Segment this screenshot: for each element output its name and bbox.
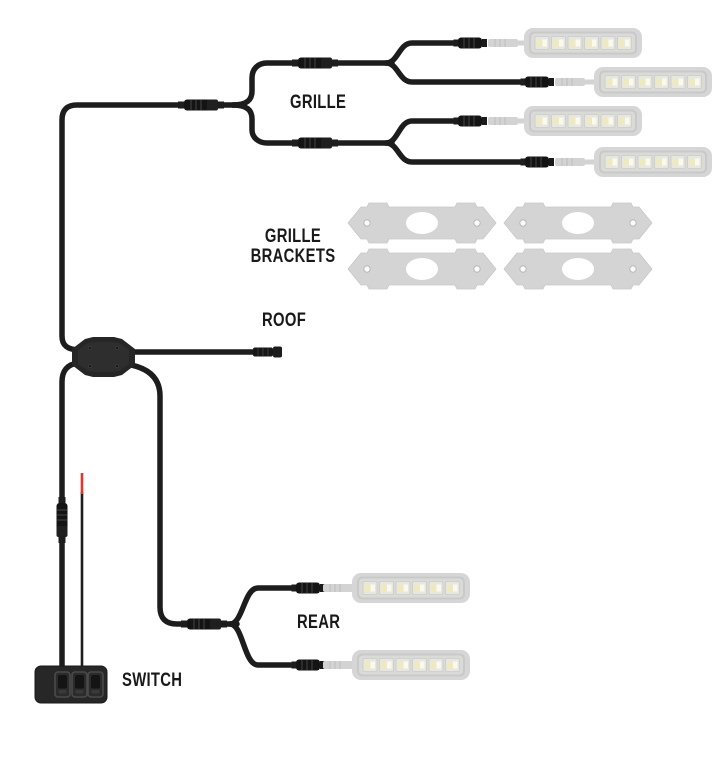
grille-split1-lower-cable [383, 60, 530, 85]
pod-plug [554, 77, 595, 87]
control-hub [72, 337, 135, 377]
grille-split2-lower-cable [383, 140, 530, 165]
pod-connector [519, 75, 555, 89]
rocker-switch-1 [54, 671, 71, 698]
grille-brackets-label-line2: BRACKETS [250, 246, 336, 267]
grille-split2-upper-cable [383, 118, 464, 146]
rear-main-cable [123, 361, 240, 627]
roof-label: ROOF [262, 310, 307, 331]
pod-connector [290, 658, 326, 672]
inline-connector [291, 56, 339, 70]
inline-connector [177, 98, 225, 112]
rocker-switch-3 [87, 671, 104, 698]
grille-bracket-2 [503, 202, 653, 244]
rear-label: REAR [297, 612, 341, 633]
grille-brackets-label-line1: GRILLE [264, 226, 322, 247]
grille-light-pod-2 [594, 67, 712, 97]
grille-split1-upper-cable [383, 40, 464, 66]
rear-light-pod-1 [352, 573, 470, 603]
rear-branch-upper-cable [227, 585, 301, 627]
switch-panel [34, 665, 108, 704]
grille-bracket-1 [347, 202, 497, 244]
inline-connector [180, 617, 228, 631]
pod-connector [519, 155, 555, 169]
grille-light-pod-4 [594, 147, 712, 177]
roof-plug [253, 346, 282, 358]
switch-inline-connector [55, 496, 69, 544]
pod-connector [452, 36, 488, 50]
grille-light-pod-3 [524, 106, 642, 136]
pod-plug [487, 38, 528, 48]
rear-light-pod-2 [352, 650, 470, 680]
grille-branch-lower-cable [230, 102, 395, 146]
pod-connector [452, 114, 488, 128]
rocker-switch-2 [71, 671, 88, 698]
rear-branch-lower-cable [227, 621, 301, 668]
grille-bracket-3 [347, 248, 497, 290]
pod-connector [290, 581, 326, 595]
grille-bracket-4 [503, 248, 653, 290]
grille-label: GRILLE [290, 92, 347, 113]
grille-light-pod-1 [524, 28, 642, 58]
grille-branch-upper-cable [230, 60, 395, 108]
harness-main-cable [59, 102, 240, 353]
pod-plug [487, 116, 528, 126]
grille-brackets-label: GRILLE BRACKETS [235, 227, 352, 267]
inline-connector [291, 136, 339, 150]
pod-plug [554, 157, 595, 167]
switch-label: SWITCH [122, 670, 183, 691]
